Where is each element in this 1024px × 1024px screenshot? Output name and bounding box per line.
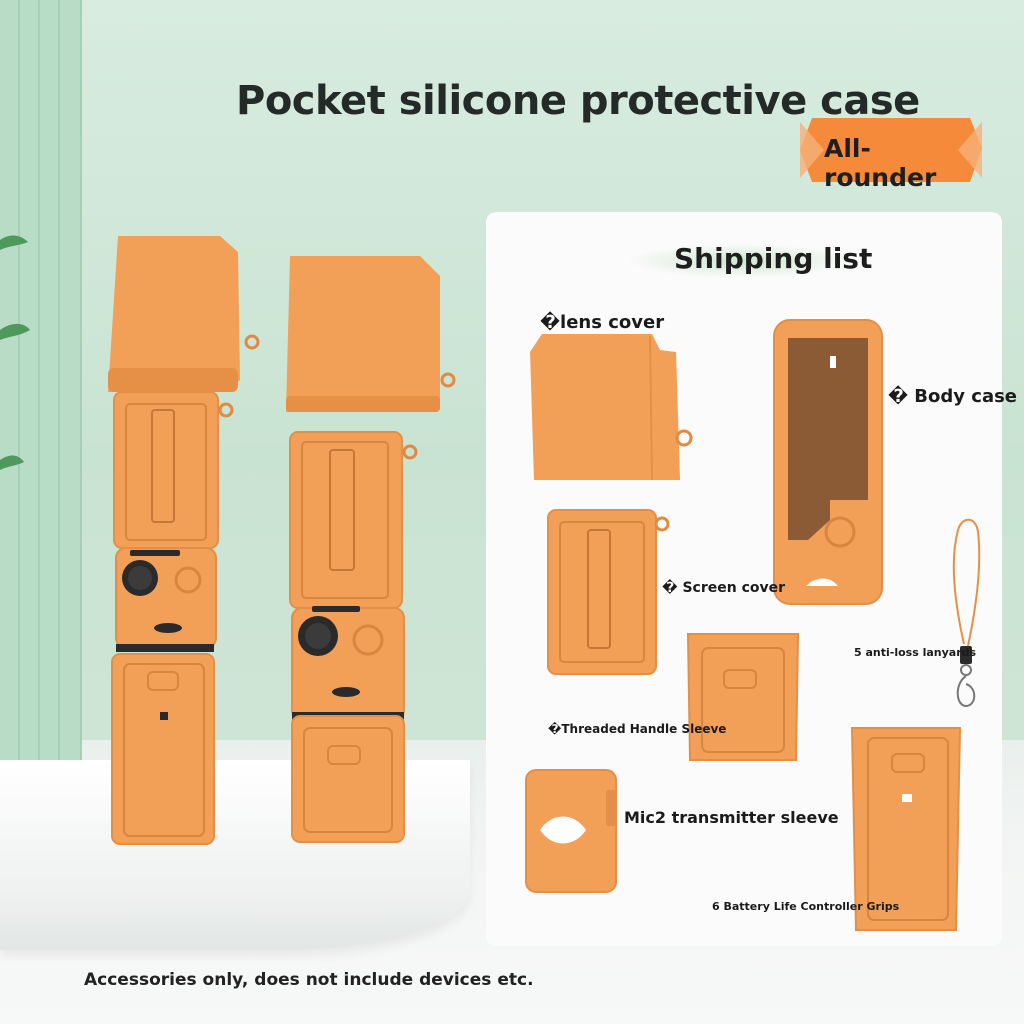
shipping-list-title: Shipping list [674,242,873,275]
anti-loss-lanyard-illustration [952,518,981,708]
body-case-illustration [773,319,883,605]
page-title: Pocket silicone protective case [236,78,920,124]
background-pillar [0,0,20,770]
battery-grip-illustration [850,727,962,931]
screen-cover-illustration [547,509,670,675]
background-pillar [40,0,60,770]
shipping-title-highlight [626,244,856,278]
plant-leaves-illustration [0,235,30,470]
label-anti-loss-lanyards: 5 anti-loss lanyards [854,646,977,659]
assembled-case-left-illustration [108,236,260,845]
badge-ribbon-shape [800,118,982,182]
label-screen-cover: � Screen cover [662,580,786,596]
background-pillar [60,0,82,770]
all-rounder-badge: All-rounder [800,118,982,192]
label-lens-cover: �lens cover [540,312,665,333]
label-mic2-transmitter-sleeve: Mic2 transmitter sleeve [624,808,839,827]
label-threaded-handle-sleeve: �Threaded Handle Sleeve [548,722,727,736]
accessories-footnote: Accessories only, does not include devic… [84,970,534,990]
assembled-case-middle-illustration [286,256,456,843]
background-pillar [20,0,40,770]
label-battery-controller-grips: 6 Battery Life Controller Grips [712,900,900,913]
mic-sleeve-illustration [525,769,617,893]
label-body-case: � Body case [888,386,1018,407]
lens-cover-illustration [530,334,693,481]
handle-sleeve-illustration [686,633,800,761]
badge-label: All-rounder [824,134,937,192]
